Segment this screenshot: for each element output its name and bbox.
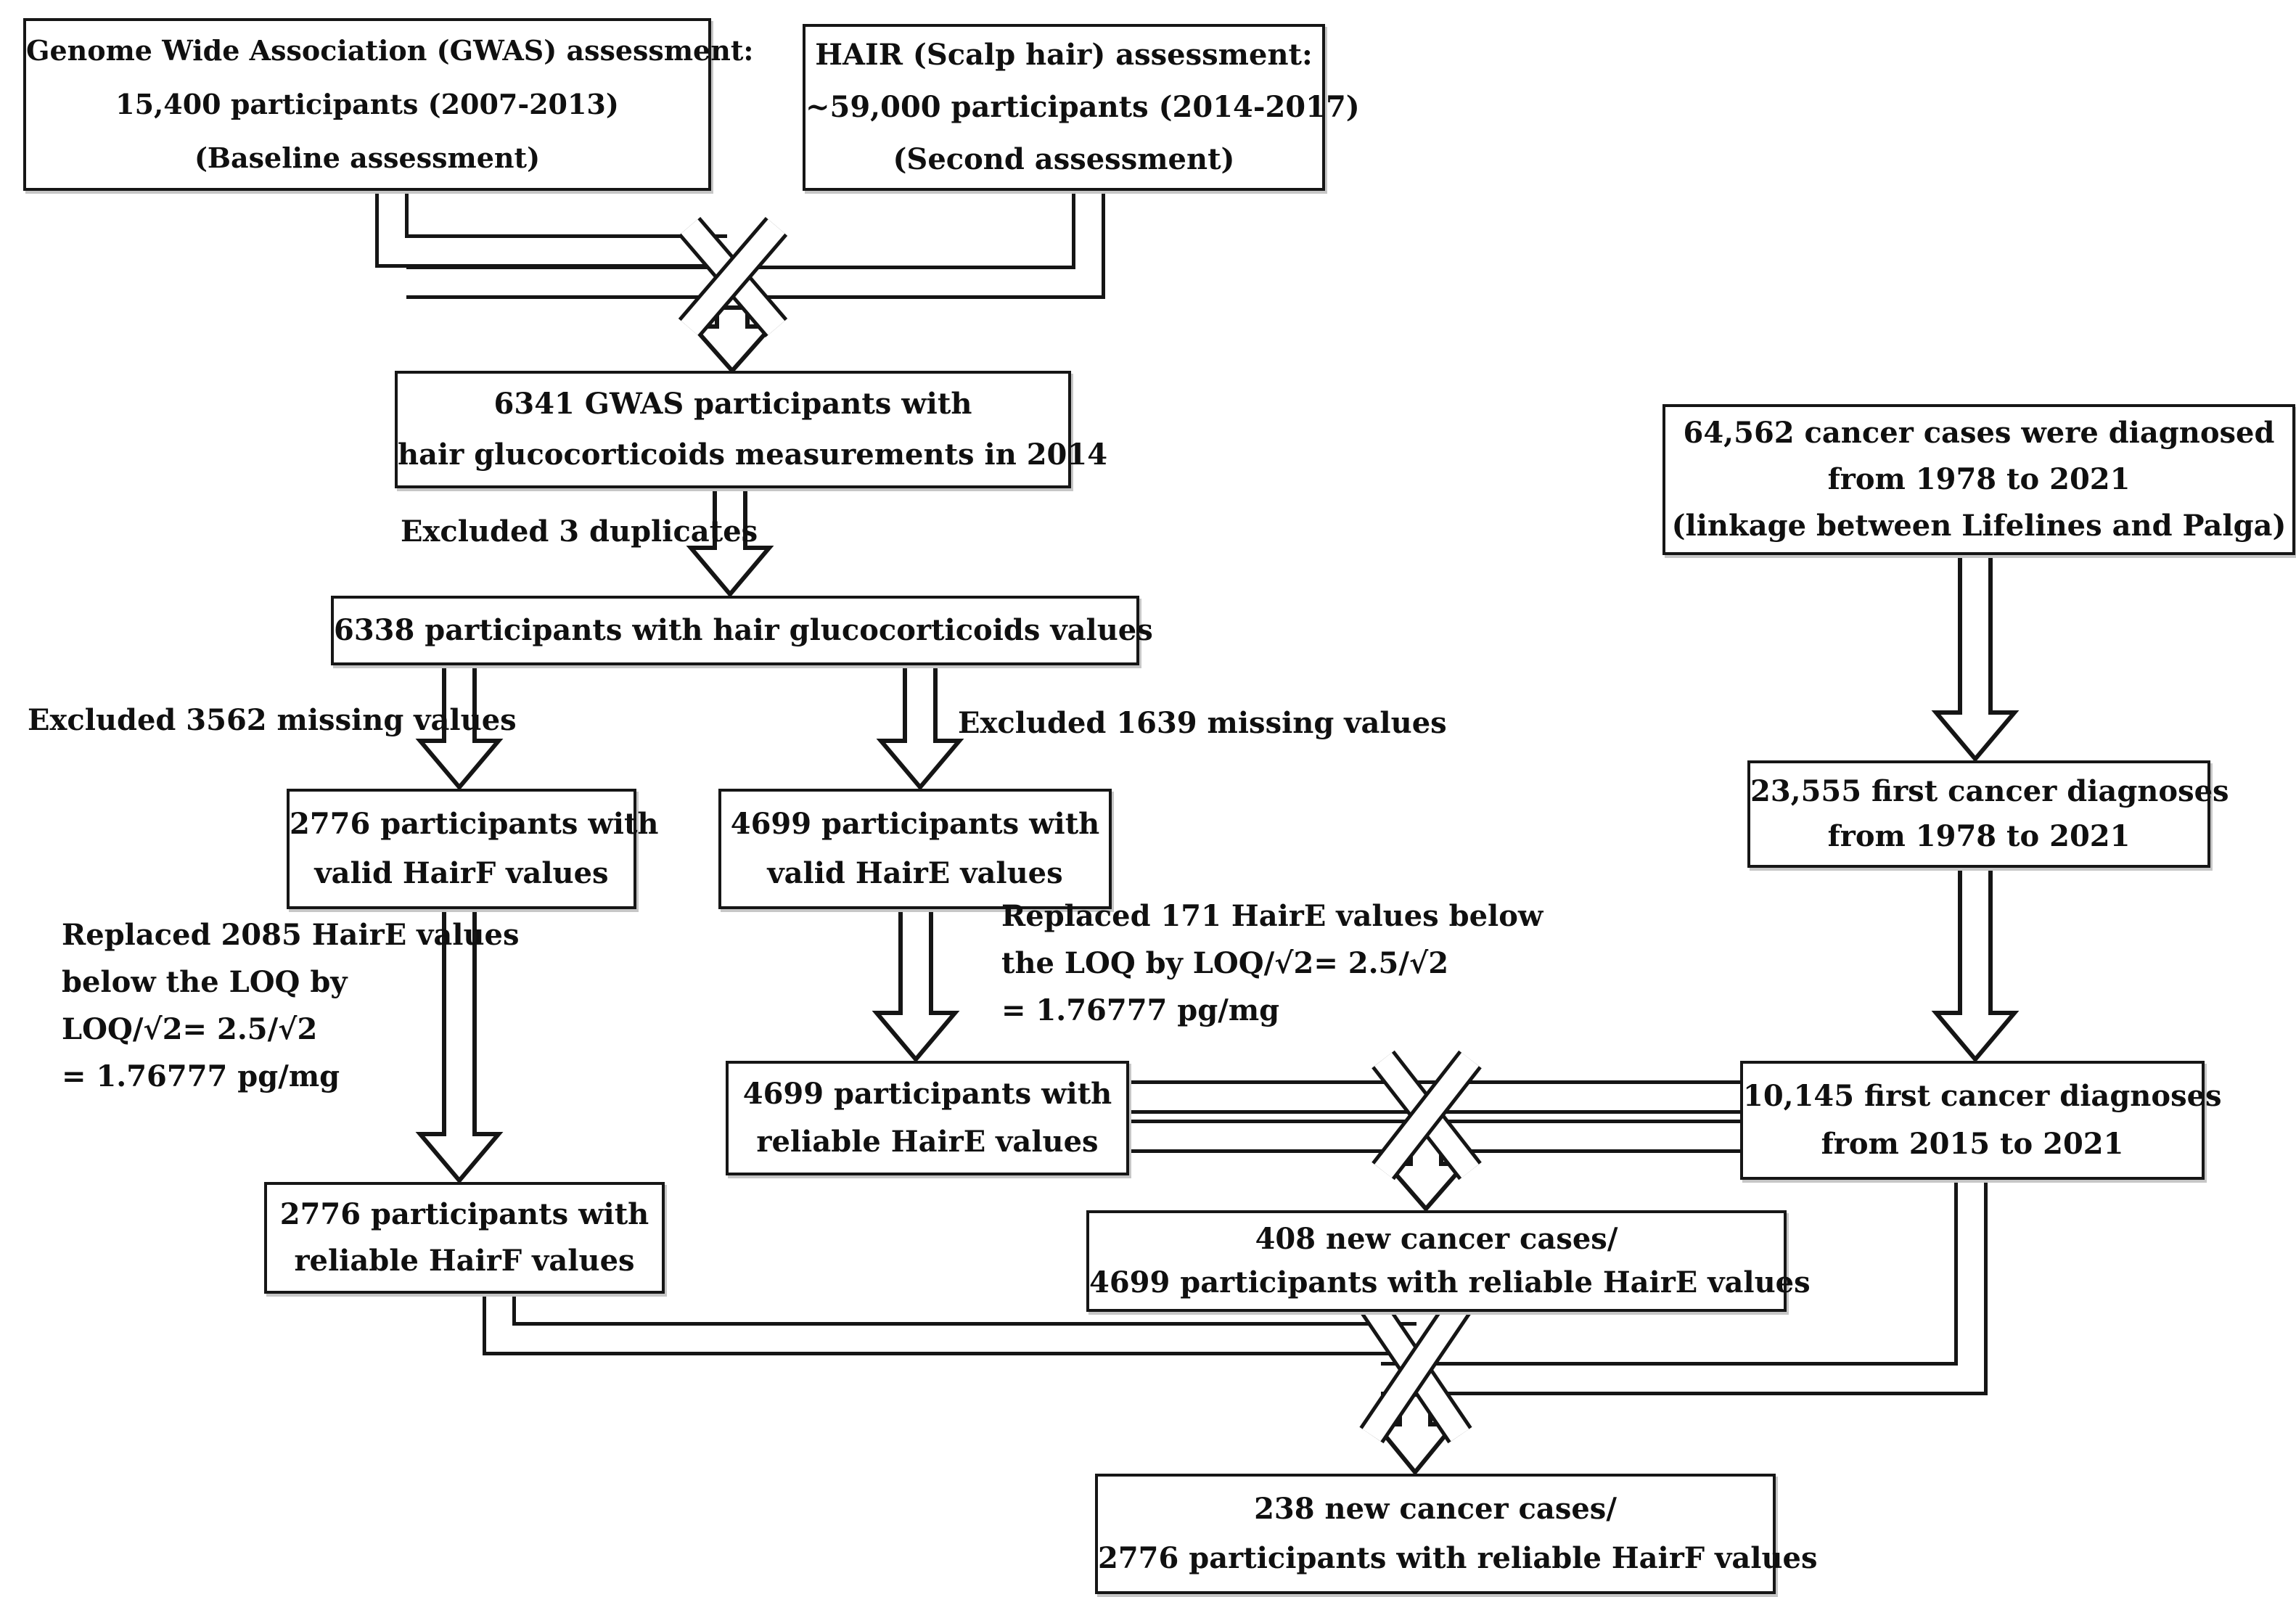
arrow-64562-to-23555: [1931, 546, 2020, 763]
label-replaced-2085: Replaced 2085 HairE values below the LOQ…: [62, 911, 520, 1100]
node-line: 6338 participants with hair glucocortico…: [334, 613, 1153, 647]
label-line: Excluded 3 duplicates: [401, 514, 758, 549]
node-64562-cancer-cases: 64,562 cancer cases were diagnosed from …: [1662, 404, 2295, 555]
node-2776-valid-hairf: 2776 participants with valid HairF value…: [287, 789, 659, 909]
label-line: LOQ/√2= 2.5/√2: [62, 1012, 318, 1046]
node-line: (linkage between Lifelines and Palga): [1671, 509, 2287, 543]
node-gwas-assessment: Genome Wide Association (GWAS) assessmen…: [23, 18, 754, 191]
arrow-valid-to-reliable-hairf: [415, 899, 504, 1184]
node-line: (Baseline assessment): [194, 141, 541, 174]
node-line: 23,555 first cancer diagnoses: [1750, 774, 2229, 808]
label-line: below the LOQ by: [62, 965, 348, 999]
node-line: 64,562 cancer cases were diagnosed: [1683, 416, 2275, 450]
arrow-valid-to-reliable-haire: [872, 899, 960, 1063]
node-238-new-cases: 238 new cancer cases/ 2776 participants …: [1095, 1474, 1818, 1594]
node-line: 15,400 participants (2007-2013): [115, 88, 619, 120]
connector-hair-down: [406, 184, 1105, 299]
node-line: from 1978 to 2021: [1827, 819, 2131, 853]
label-excluded-3562: Excluded 3562 missing values: [28, 697, 517, 744]
arrow-23555-to-10145: [1931, 858, 2020, 1063]
node-4699-reliable-haire: 4699 participants with reliable HairE va…: [726, 1061, 1129, 1175]
node-line: reliable HairE values: [756, 1125, 1099, 1159]
label-excluded-duplicates: Excluded 3 duplicates: [401, 508, 758, 555]
node-6341-gwas-participants: 6341 GWAS participants with hair glucoco…: [395, 371, 1108, 488]
label-line: = 1.76777 pg/mg: [62, 1059, 340, 1093]
node-6338-participants: 6338 participants with hair glucocortico…: [331, 596, 1153, 665]
node-line: reliable HairF values: [294, 1244, 635, 1278]
label-line: Excluded 3562 missing values: [28, 703, 517, 737]
label-line: Excluded 1639 missing values: [958, 706, 1447, 740]
node-line: 10,145 first cancer diagnoses: [1743, 1079, 2222, 1113]
cross-middle-icon: [1372, 1050, 1482, 1181]
node-line: Genome Wide Association (GWAS) assessmen…: [26, 34, 754, 67]
connector-10145-down: [1381, 1173, 1988, 1395]
node-line: 4699 participants with reliable HairE va…: [1089, 1265, 1811, 1300]
label-excluded-1639: Excluded 1639 missing values: [958, 699, 1447, 747]
node-line: valid HairE values: [767, 856, 1063, 890]
node-408-new-cases: 408 new cancer cases/ 4699 participants …: [1086, 1210, 1811, 1312]
node-line: 408 new cancer cases/: [1255, 1222, 1618, 1256]
arrow-6338-to-valid-haire: [876, 655, 964, 791]
node-line: from 1978 to 2021: [1827, 462, 2131, 496]
connector-gwas-down: [375, 184, 727, 268]
node-line: hair glucocorticoids measurements in 201…: [398, 438, 1108, 472]
node-line: 238 new cancer cases/: [1254, 1492, 1617, 1526]
node-hair-assessment: HAIR (Scalp hair) assessment: ~59,000 pa…: [803, 24, 1360, 191]
node-line: 4699 participants with: [742, 1077, 1112, 1111]
node-line: 2776 participants with: [290, 807, 659, 841]
node-line: 6341 GWAS participants with: [493, 387, 972, 421]
node-line: 4699 participants with: [730, 807, 1100, 841]
node-2776-reliable-hairf: 2776 participants with reliable HairF va…: [264, 1182, 665, 1294]
label-line: Replaced 171 HairE values below: [1001, 899, 1543, 933]
node-line: 2776 participants with reliable HairF va…: [1098, 1541, 1818, 1575]
node-line: 2776 participants with: [279, 1197, 649, 1231]
arrow-6341-to-6338: [686, 479, 774, 598]
cross-bottom-icon: [1359, 1296, 1472, 1444]
label-line: the LOQ by LOQ/√2= 2.5/√2: [1001, 946, 1449, 980]
arrow-6338-to-valid-hairf: [415, 655, 504, 791]
node-line: ~59,000 participants (2014-2017): [805, 90, 1360, 124]
node-line: HAIR (Scalp hair) assessment:: [815, 38, 1313, 72]
cross-top-icon: [678, 216, 788, 338]
node-23555-first-diagnoses: 23,555 first cancer diagnoses from 1978 …: [1747, 760, 2229, 868]
node-line: (Second assessment): [893, 142, 1235, 176]
node-line: valid HairF values: [314, 856, 609, 890]
node-line: from 2015 to 2021: [1821, 1127, 2124, 1161]
node-4699-valid-haire: 4699 participants with valid HairE value…: [718, 789, 1112, 909]
node-10145-first-diagnoses: 10,145 first cancer diagnoses from 2015 …: [1740, 1061, 2222, 1180]
connector-hairf-reliable-down: [483, 1284, 1416, 1355]
label-line: Replaced 2085 HairE values: [62, 918, 520, 952]
label-replaced-171: Replaced 171 HairE values below the LOQ …: [1001, 892, 1543, 1034]
label-line: = 1.76777 pg/mg: [1001, 993, 1280, 1027]
